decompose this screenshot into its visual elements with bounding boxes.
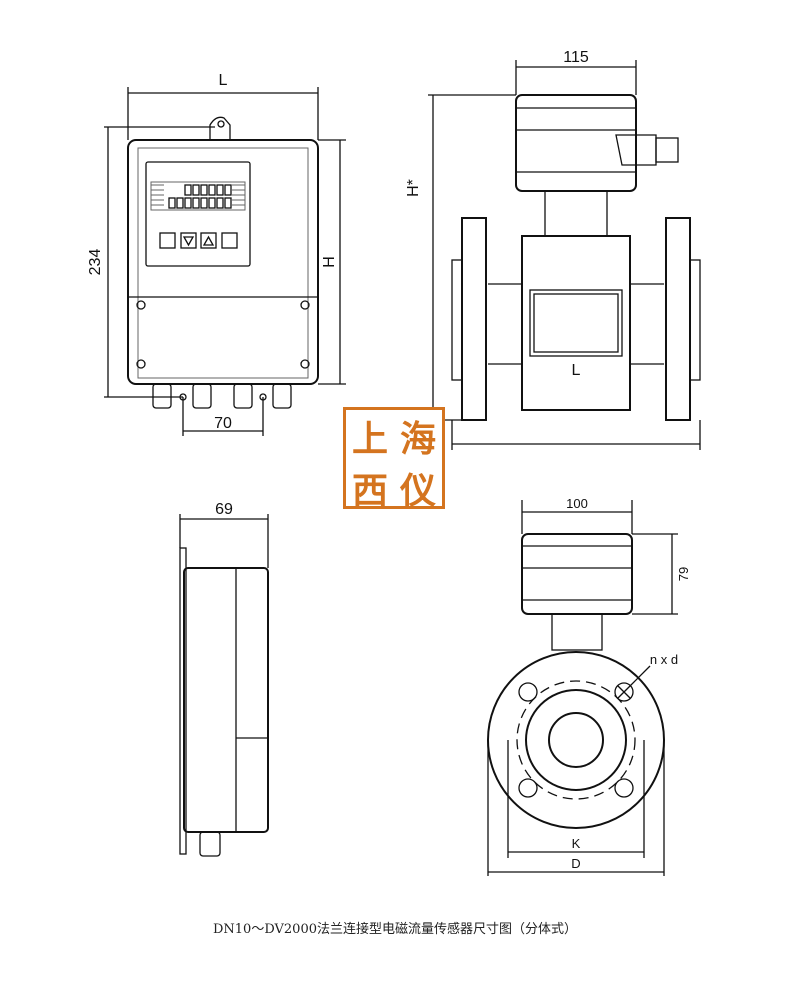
dim-69: 69: [215, 501, 233, 518]
up-key-icon: [200, 232, 217, 249]
screws: [136, 300, 310, 369]
dim-sensor-L: L: [572, 362, 581, 379]
dim-L: L: [219, 72, 228, 89]
flange-view: 100 79 n x d K D: [487, 496, 691, 876]
converter-front-view: L 234 H 70: [87, 72, 346, 436]
figure-caption: DN10～DV2000法兰连接型电磁流量传感器尺寸图（分体式）: [212, 922, 577, 937]
down-key-icon: [180, 232, 197, 249]
dim-H-star: H*: [405, 179, 422, 197]
dim-D: D: [571, 856, 580, 871]
logo-char: 上: [351, 418, 388, 460]
logo-char: 仪: [399, 470, 436, 512]
dim-nxd: n x d: [650, 652, 678, 667]
dim-K: K: [572, 836, 581, 851]
dim-100: 100: [566, 496, 588, 511]
sensor-side-view: 115 H* L: [405, 49, 701, 450]
lcd-digits: [168, 184, 232, 209]
cable-glands: [152, 383, 292, 409]
logo-char: 西: [351, 470, 388, 512]
enter-key-icon: [159, 232, 176, 249]
dim-115: 115: [563, 49, 589, 66]
dim-79: 79: [676, 567, 691, 581]
mode-key-icon: [221, 232, 238, 249]
dim-70: 70: [214, 415, 232, 432]
logo-char: 海: [399, 418, 436, 460]
company-logo: 上 海 西 仪: [343, 407, 445, 512]
dim-H: H: [321, 256, 338, 268]
dim-234: 234: [87, 249, 104, 276]
converter-side-view: 69: [179, 501, 269, 857]
